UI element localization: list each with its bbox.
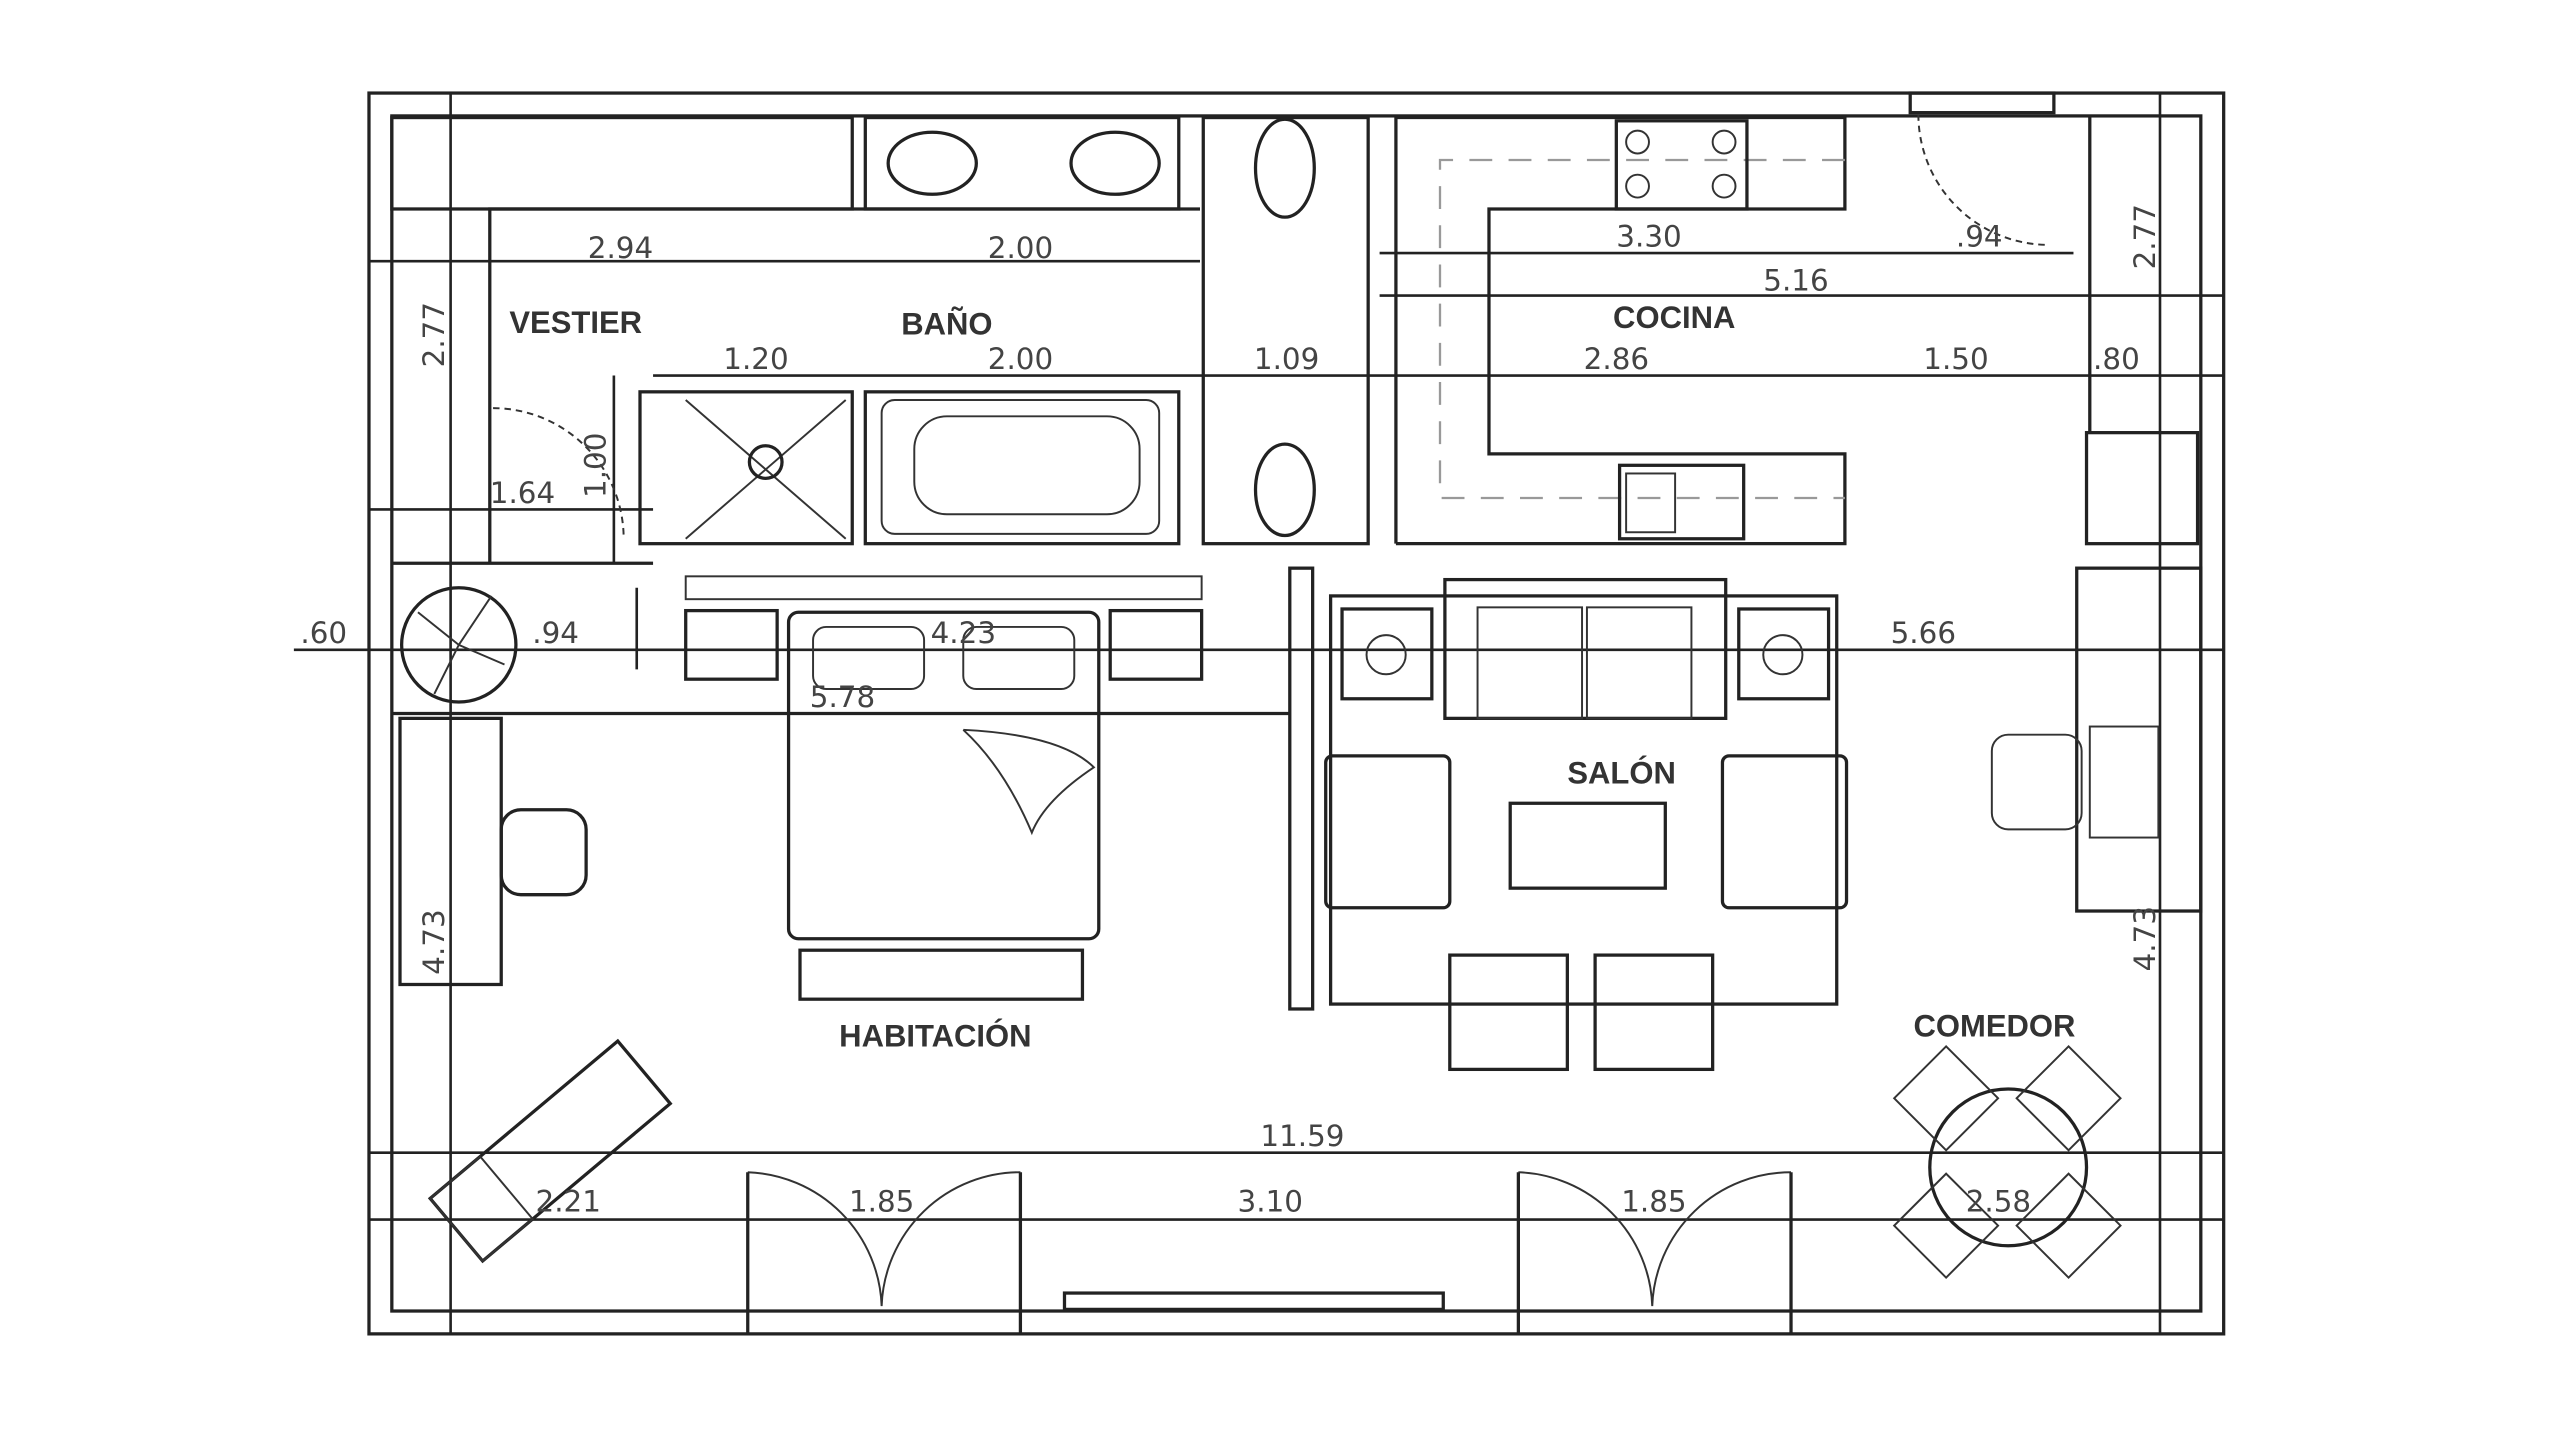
dining-chair-icon — [1448, 953, 1569, 1072]
dimension-label: 2.77 — [2128, 204, 2162, 269]
room-label-comedor: COMEDOR — [1913, 1009, 2075, 1044]
tv-desk-icon — [1990, 725, 2160, 839]
walls — [367, 91, 2226, 1336]
kitchen-fixtures — [1438, 114, 2049, 541]
dimension-label: 1.64 — [490, 476, 555, 510]
kitchen-sink-icon — [1617, 463, 1746, 541]
toilet-icon — [1253, 117, 1316, 219]
dining-chair-icon — [1593, 953, 1715, 1072]
coffee-table-icon — [1508, 801, 1667, 890]
dimension-label: .94 — [1956, 220, 2003, 254]
dimension-label: 5.78 — [810, 680, 875, 714]
dimension-label: 2.94 — [588, 231, 653, 265]
bathroom-fixtures — [493, 117, 1316, 540]
bedroom-furniture — [398, 575, 1204, 1264]
dimension-label: 2.86 — [1584, 342, 1649, 376]
dimension-label: 1.00 — [579, 433, 613, 498]
room-label-cocina: COCINA — [1613, 300, 1735, 335]
bench-icon — [798, 948, 1085, 1001]
room-label-habitacion: HABITACIÓN — [839, 1018, 1031, 1054]
round-table-icon — [1892, 1044, 2122, 1279]
bathtub-icon — [880, 399, 1161, 535]
windows-doors — [746, 1171, 1793, 1334]
nightstand-icon — [684, 608, 779, 681]
dimension-label: 5.16 — [1763, 264, 1828, 298]
dimension-label: .60 — [300, 616, 347, 650]
dimension-label: .94 — [532, 616, 579, 650]
living-furniture — [1324, 577, 2160, 1279]
sink-icon — [886, 130, 978, 196]
room-label-salon: SALÓN — [1567, 755, 1676, 791]
dimension-label: 1.85 — [849, 1184, 914, 1218]
chair-icon — [499, 808, 588, 897]
dimension-label: 1.09 — [1254, 342, 1319, 376]
shower-icon — [685, 399, 847, 540]
dimension-label: 2.21 — [536, 1184, 601, 1218]
lamp-table-icon — [1737, 607, 1831, 701]
dimension-label: 3.30 — [1616, 220, 1681, 254]
dimension-label: .80 — [2093, 342, 2140, 376]
door-swing-icon — [1917, 114, 2049, 246]
dimension-label: 4.23 — [931, 616, 996, 650]
dimension-label: 11.59 — [1260, 1119, 1344, 1153]
bed-icon — [786, 610, 1101, 941]
dimension-label: 4.73 — [417, 909, 451, 974]
dimension-label: 3.10 — [1238, 1184, 1303, 1218]
dimension-label: 2.58 — [1966, 1184, 2031, 1218]
dimension-label: 2.77 — [417, 302, 451, 367]
stove-icon — [1614, 119, 1749, 211]
dimension-label: 1.20 — [723, 342, 788, 376]
door-swing-icon — [493, 407, 625, 539]
dimension-label: 4.73 — [2128, 906, 2162, 971]
plant-icon — [400, 586, 518, 704]
room-label-vestier: VESTIER — [509, 305, 642, 340]
lounge-chair-icon — [427, 1038, 673, 1264]
nightstand-icon — [1108, 608, 1204, 681]
dimension-label: 2.00 — [988, 342, 1053, 376]
armchair-icon — [1720, 754, 1849, 910]
dimension-label: 5.66 — [1891, 616, 1956, 650]
dimension-label: 1.50 — [1923, 342, 1988, 376]
lamp-table-icon — [1340, 607, 1434, 701]
sink-icon — [1069, 130, 1161, 196]
dimension-label: 1.85 — [1621, 1184, 1686, 1218]
dimension-lines — [293, 251, 2224, 1221]
room-label-bano: BAÑO — [901, 307, 992, 342]
sofa-icon — [1443, 577, 1728, 720]
dimension-label: 2.00 — [988, 231, 1053, 265]
bidet-icon — [1253, 442, 1316, 538]
armchair-icon — [1324, 754, 1452, 910]
